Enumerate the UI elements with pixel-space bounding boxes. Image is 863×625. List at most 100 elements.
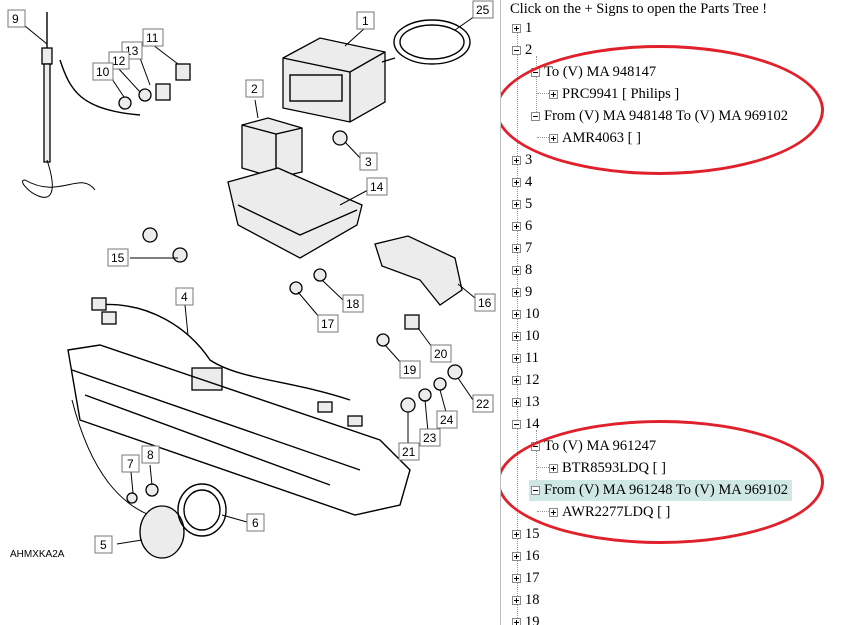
tree-node-5[interactable]: 5 xyxy=(512,194,532,215)
tree-node-6[interactable]: 6 xyxy=(512,216,532,237)
tree-node-label: 12 xyxy=(525,372,540,388)
expand-icon[interactable] xyxy=(512,530,521,539)
tree-node-16[interactable]: 16 xyxy=(512,546,540,567)
expand-icon[interactable] xyxy=(512,156,521,165)
callout-label: 24 xyxy=(440,413,454,427)
tree-node-2a[interactable]: To (V) MA 948147 xyxy=(531,62,656,83)
callout-label: 16 xyxy=(478,296,492,310)
tree-node-12[interactable]: 12 xyxy=(512,370,540,391)
expand-icon[interactable] xyxy=(512,574,521,583)
tree-node-10b[interactable]: 10 xyxy=(512,326,540,347)
expand-icon[interactable] xyxy=(512,200,521,209)
callout-12: 12 xyxy=(108,51,130,70)
tree-instructions: Click on the + Signs to open the Parts T… xyxy=(510,1,768,17)
tree-node-2[interactable]: 2 xyxy=(512,40,532,61)
callout-2: 2 xyxy=(245,79,264,98)
callout-label: 19 xyxy=(403,363,417,377)
tree-node-15[interactable]: 15 xyxy=(512,524,540,545)
collapse-icon[interactable] xyxy=(531,486,540,495)
tree-node-label: 3 xyxy=(525,152,533,168)
tree-node-4[interactable]: 4 xyxy=(512,172,532,193)
expand-icon[interactable] xyxy=(549,464,558,473)
tree-node-label: 9 xyxy=(525,284,533,300)
callout-14: 14 xyxy=(366,177,388,196)
fasteners xyxy=(118,63,463,504)
callout-8: 8 xyxy=(141,445,160,464)
expand-icon[interactable] xyxy=(512,596,521,605)
tray-part xyxy=(227,167,363,259)
console-panel-part xyxy=(67,344,411,521)
tree-node-10a[interactable]: 10 xyxy=(512,304,540,325)
expand-icon[interactable] xyxy=(512,178,521,187)
expand-icon[interactable] xyxy=(512,266,521,275)
expand-icon[interactable] xyxy=(512,618,521,625)
tree-node-label: 11 xyxy=(525,350,539,366)
tree-node-label: PRC9941 [ Philips ] xyxy=(562,86,680,102)
tree-node-11[interactable]: 11 xyxy=(512,348,539,369)
callout-label: 21 xyxy=(402,445,416,459)
callout-4: 4 xyxy=(175,287,194,306)
tree-node-2a1[interactable]: PRC9941 [ Philips ] xyxy=(549,84,679,105)
callout-label: 18 xyxy=(346,297,360,311)
callout-6: 6 xyxy=(246,513,265,532)
tree-node-label: 13 xyxy=(525,394,540,410)
callout-7: 7 xyxy=(121,454,140,473)
radio-unit-part xyxy=(282,37,386,123)
expand-icon[interactable] xyxy=(549,134,558,143)
expand-icon[interactable] xyxy=(512,332,521,341)
tree-node-14a1[interactable]: BTR8593LDQ [ ] xyxy=(549,458,666,479)
tree-node-2b1[interactable]: AMR4063 [ ] xyxy=(549,128,641,149)
tree-node-label: 1 xyxy=(525,20,533,36)
tree-node-label: 18 xyxy=(525,592,540,608)
expand-icon[interactable] xyxy=(512,310,521,319)
tree-node-1[interactable]: 1 xyxy=(512,18,532,39)
tree-node-label: 16 xyxy=(525,548,540,564)
expand-icon[interactable] xyxy=(512,398,521,407)
collapse-icon[interactable] xyxy=(512,46,521,55)
tree-node-14b[interactable]: From (V) MA 961248 To (V) MA 969102 xyxy=(529,480,793,501)
collapse-icon[interactable] xyxy=(531,68,540,77)
tree-node-label: From (V) MA 961248 To (V) MA 969102 xyxy=(544,482,789,498)
collapse-icon[interactable] xyxy=(531,442,540,451)
tree-node-14[interactable]: 14 xyxy=(512,414,540,435)
tree-connector xyxy=(536,430,537,490)
callout-25: 25 xyxy=(472,0,494,19)
parts-diagram-svg: 9 1 25 13 11 12 10 2 3 14 15 4 18 17 16 … xyxy=(7,0,496,560)
harness-part xyxy=(381,19,471,65)
tree-node-9[interactable]: 9 xyxy=(512,282,532,303)
callout-19: 19 xyxy=(399,360,421,379)
callout-18: 18 xyxy=(342,294,364,313)
expand-icon[interactable] xyxy=(512,552,521,561)
tree-node-13[interactable]: 13 xyxy=(512,392,540,413)
collapse-icon[interactable] xyxy=(512,420,521,429)
expand-icon[interactable] xyxy=(512,222,521,231)
expand-icon[interactable] xyxy=(512,354,521,363)
leader-lines xyxy=(24,15,476,545)
expand-icon[interactable] xyxy=(549,508,558,517)
tree-node-7[interactable]: 7 xyxy=(512,238,532,259)
tree-node-2b[interactable]: From (V) MA 948148 To (V) MA 969102 xyxy=(531,106,788,127)
tree-node-14b1[interactable]: AWR2277LDQ [ ] xyxy=(549,502,670,523)
tree-node-label: 7 xyxy=(525,240,533,256)
tree-node-3[interactable]: 3 xyxy=(512,150,532,171)
tree-connector xyxy=(517,26,518,624)
sleeve-part xyxy=(241,117,303,179)
callout-20: 20 xyxy=(430,344,452,363)
expand-icon[interactable] xyxy=(512,288,521,297)
expand-icon[interactable] xyxy=(512,244,521,253)
callout-label: 20 xyxy=(434,347,448,361)
tree-node-label: AWR2277LDQ [ ] xyxy=(562,504,671,520)
expand-icon[interactable] xyxy=(549,90,558,99)
tree-node-17[interactable]: 17 xyxy=(512,568,540,589)
expand-icon[interactable] xyxy=(512,376,521,385)
tree-node-8[interactable]: 8 xyxy=(512,260,532,281)
tree-connector xyxy=(537,137,551,138)
callout-16: 16 xyxy=(474,293,496,312)
callout-1: 1 xyxy=(356,11,375,30)
tree-node-19[interactable]: 19 xyxy=(512,612,540,625)
expand-icon[interactable] xyxy=(512,24,521,33)
tree-node-14a[interactable]: To (V) MA 961247 xyxy=(531,436,656,457)
tree-node-18[interactable]: 18 xyxy=(512,590,540,611)
collapse-icon[interactable] xyxy=(531,112,540,121)
tree-node-label: 14 xyxy=(525,416,540,432)
